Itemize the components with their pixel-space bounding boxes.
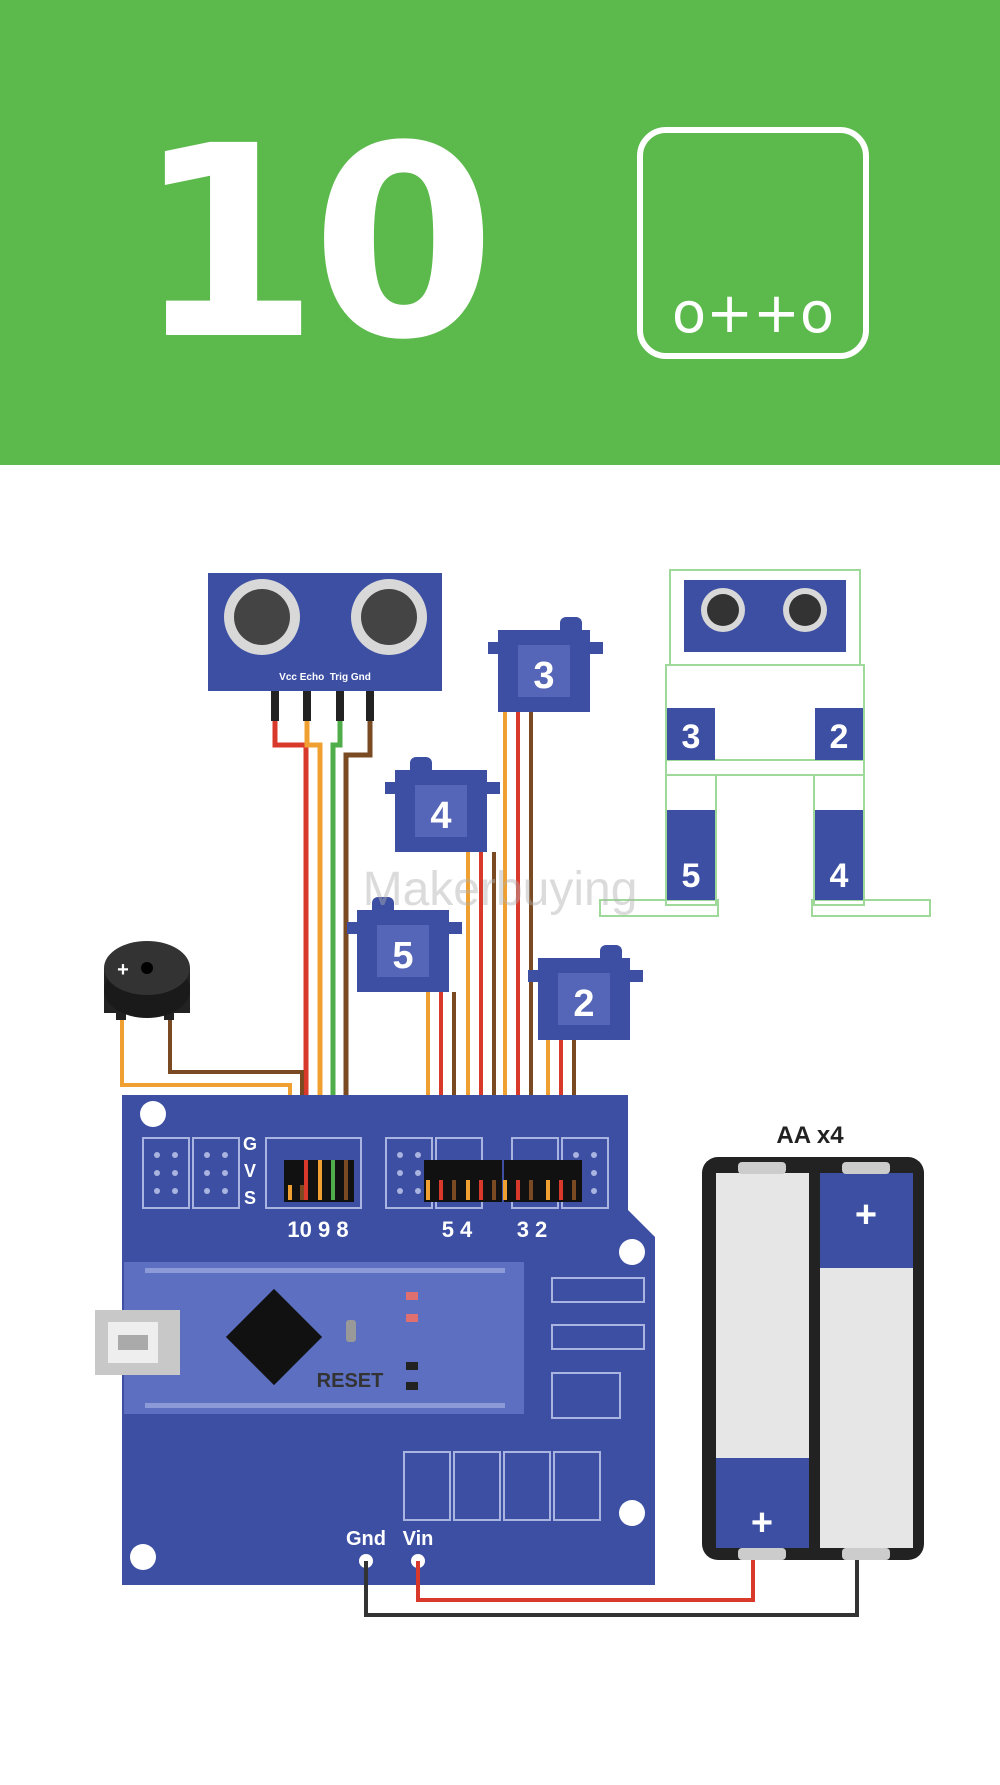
robot-label-4: 4 — [830, 857, 849, 895]
gvs-label-v: V — [244, 1161, 256, 1181]
battery-pack: AA x4 + + — [702, 1122, 924, 1560]
otto-logo-text: o++o — [672, 281, 834, 346]
watermark: Makerbuying — [363, 863, 638, 916]
wire-trig — [330, 690, 343, 1160]
step-header: 10 o++o — [0, 0, 1000, 465]
robot-label-3: 3 — [682, 718, 701, 756]
header-background — [0, 0, 1000, 465]
wire-echo — [304, 690, 323, 1160]
battery-label: AA x4 — [776, 1122, 844, 1149]
mount-hole-icon — [619, 1239, 645, 1265]
gvs-label-s: S — [244, 1188, 256, 1208]
battery-plus-left: + — [751, 1502, 773, 1544]
robot-outline: 3 2 5 4 — [599, 569, 931, 917]
vin-label: Vin — [403, 1528, 434, 1550]
mount-hole-icon — [140, 1101, 166, 1127]
battery-plus-right: + — [855, 1194, 877, 1236]
pin-labels-10-9-8: 10 9 8 — [287, 1217, 348, 1242]
arduino-nano: RESET — [95, 1262, 524, 1414]
servo-3-label: 3 — [533, 655, 554, 697]
pin-labels-3-2: 3 2 — [517, 1217, 548, 1242]
servo-4: 4 — [385, 757, 500, 852]
pin-labels-5-4: 5 4 — [442, 1217, 473, 1242]
shield-board: G V S 10 9 8 5 4 3 2 — [95, 1095, 655, 1585]
robot-label-5: 5 — [682, 857, 701, 895]
gvs-label-g: G — [243, 1134, 257, 1154]
otto-logo-icon: o++o — [637, 127, 869, 359]
wire-gnd-battery — [364, 1558, 859, 1617]
wire-vin — [416, 1558, 755, 1602]
mount-hole-icon — [130, 1544, 156, 1570]
servo-2-label: 2 — [573, 983, 594, 1025]
microchip-icon — [225, 1288, 323, 1386]
servo-2: 2 — [528, 945, 643, 1040]
robot-label-2: 2 — [830, 718, 849, 756]
ultrasonic-sensor: Vcc Echo Trig Gnd — [208, 573, 442, 721]
reset-label: RESET — [317, 1370, 384, 1392]
servo-5: 5 — [347, 897, 462, 992]
buzzer-plus-sign: + — [117, 959, 129, 981]
sensor-pin-labels: Vcc Echo Trig Gnd — [279, 672, 371, 683]
servo-5-label: 5 — [392, 935, 413, 977]
servo-3: 3 — [488, 617, 603, 712]
wire-gnd — [343, 690, 373, 1160]
usb-port-icon — [95, 1310, 180, 1375]
mount-hole-icon — [619, 1500, 645, 1526]
step-number: 10 — [135, 90, 488, 398]
gnd-label: Gnd — [346, 1528, 386, 1550]
buzzer: + — [104, 941, 190, 1020]
power-wires — [364, 1558, 859, 1617]
servo-4-label: 4 — [430, 795, 451, 837]
